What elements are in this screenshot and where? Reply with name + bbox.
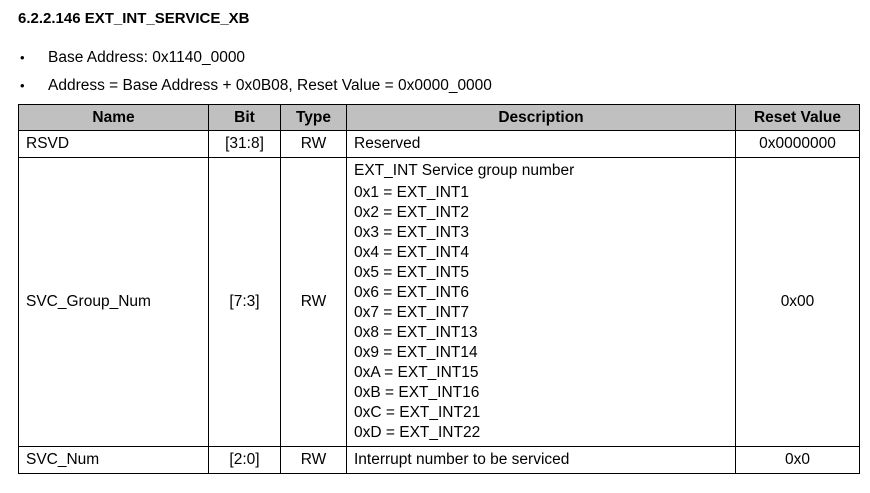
- field-description: EXT_INT Service group number 0x1 = EXT_I…: [346, 157, 736, 447]
- description-line: 0x6 = EXT_INT6: [354, 284, 470, 301]
- table-row: SVC_Num [2:0] RW Interrupt number to be …: [18, 446, 860, 474]
- description-line: 0xC = EXT_INT21: [354, 404, 481, 421]
- field-name: SVC_Group_Num: [18, 157, 209, 447]
- description-line: 0xB = EXT_INT16: [354, 384, 480, 401]
- address-bullet-list: • Base Address: 0x1140_0000 • Address = …: [0, 44, 870, 100]
- field-description: Reserved: [346, 130, 736, 158]
- header-reset-value: Reset Value: [735, 104, 860, 131]
- description-line: 0x7 = EXT_INT7: [354, 304, 470, 321]
- field-type: RW: [280, 446, 347, 474]
- description-line: 0x1 = EXT_INT1: [354, 184, 470, 201]
- description-line: 0x9 = EXT_INT14: [354, 344, 478, 361]
- table-row: SVC_Group_Num [7:3] RW EXT_INT Service g…: [18, 157, 860, 447]
- field-type: RW: [280, 157, 347, 447]
- field-bit: [2:0]: [208, 446, 281, 474]
- description-line: 0x4 = EXT_INT4: [354, 244, 470, 261]
- bullet-text: Base Address: 0x1140_0000: [48, 49, 246, 66]
- bullet-icon: •: [20, 78, 25, 93]
- bullet-address-reset: • Address = Base Address + 0x0B08, Reset…: [0, 72, 870, 100]
- field-bit: [31:8]: [208, 130, 281, 158]
- table-header-row: Name Bit Type Description Reset Value: [18, 104, 860, 131]
- description-line: 0x2 = EXT_INT2: [354, 204, 470, 221]
- field-reset-value: 0x00: [735, 157, 860, 447]
- bullet-text: Address = Base Address + 0x0B08, Reset V…: [48, 77, 492, 94]
- description-line: 0x3 = EXT_INT3: [354, 224, 470, 241]
- field-reset-value: 0x0: [735, 446, 860, 474]
- header-description: Description: [346, 104, 736, 131]
- field-name: SVC_Num: [18, 446, 209, 474]
- field-type: RW: [280, 130, 347, 158]
- register-table: Name Bit Type Description Reset Value RS…: [18, 104, 860, 474]
- bullet-icon: •: [20, 50, 25, 65]
- field-name: RSVD: [18, 130, 209, 158]
- description-line: 0xD = EXT_INT22: [354, 424, 481, 441]
- description-line: 0x5 = EXT_INT5: [354, 264, 470, 281]
- header-name: Name: [18, 104, 209, 131]
- field-description: Interrupt number to be serviced: [346, 446, 736, 474]
- table-row: RSVD [31:8] RW Reserved 0x0000000: [18, 130, 860, 158]
- section-title: 6.2.2.146 EXT_INT_SERVICE_XB: [18, 10, 250, 27]
- header-type: Type: [280, 104, 347, 131]
- description-line: 0x8 = EXT_INT13: [354, 324, 478, 341]
- field-reset-value: 0x0000000: [735, 130, 860, 158]
- header-bit: Bit: [208, 104, 281, 131]
- description-heading: EXT_INT Service group number: [354, 162, 575, 179]
- bullet-base-address: • Base Address: 0x1140_0000: [0, 44, 870, 72]
- field-bit: [7:3]: [208, 157, 281, 447]
- description-line: 0xA = EXT_INT15: [354, 364, 479, 381]
